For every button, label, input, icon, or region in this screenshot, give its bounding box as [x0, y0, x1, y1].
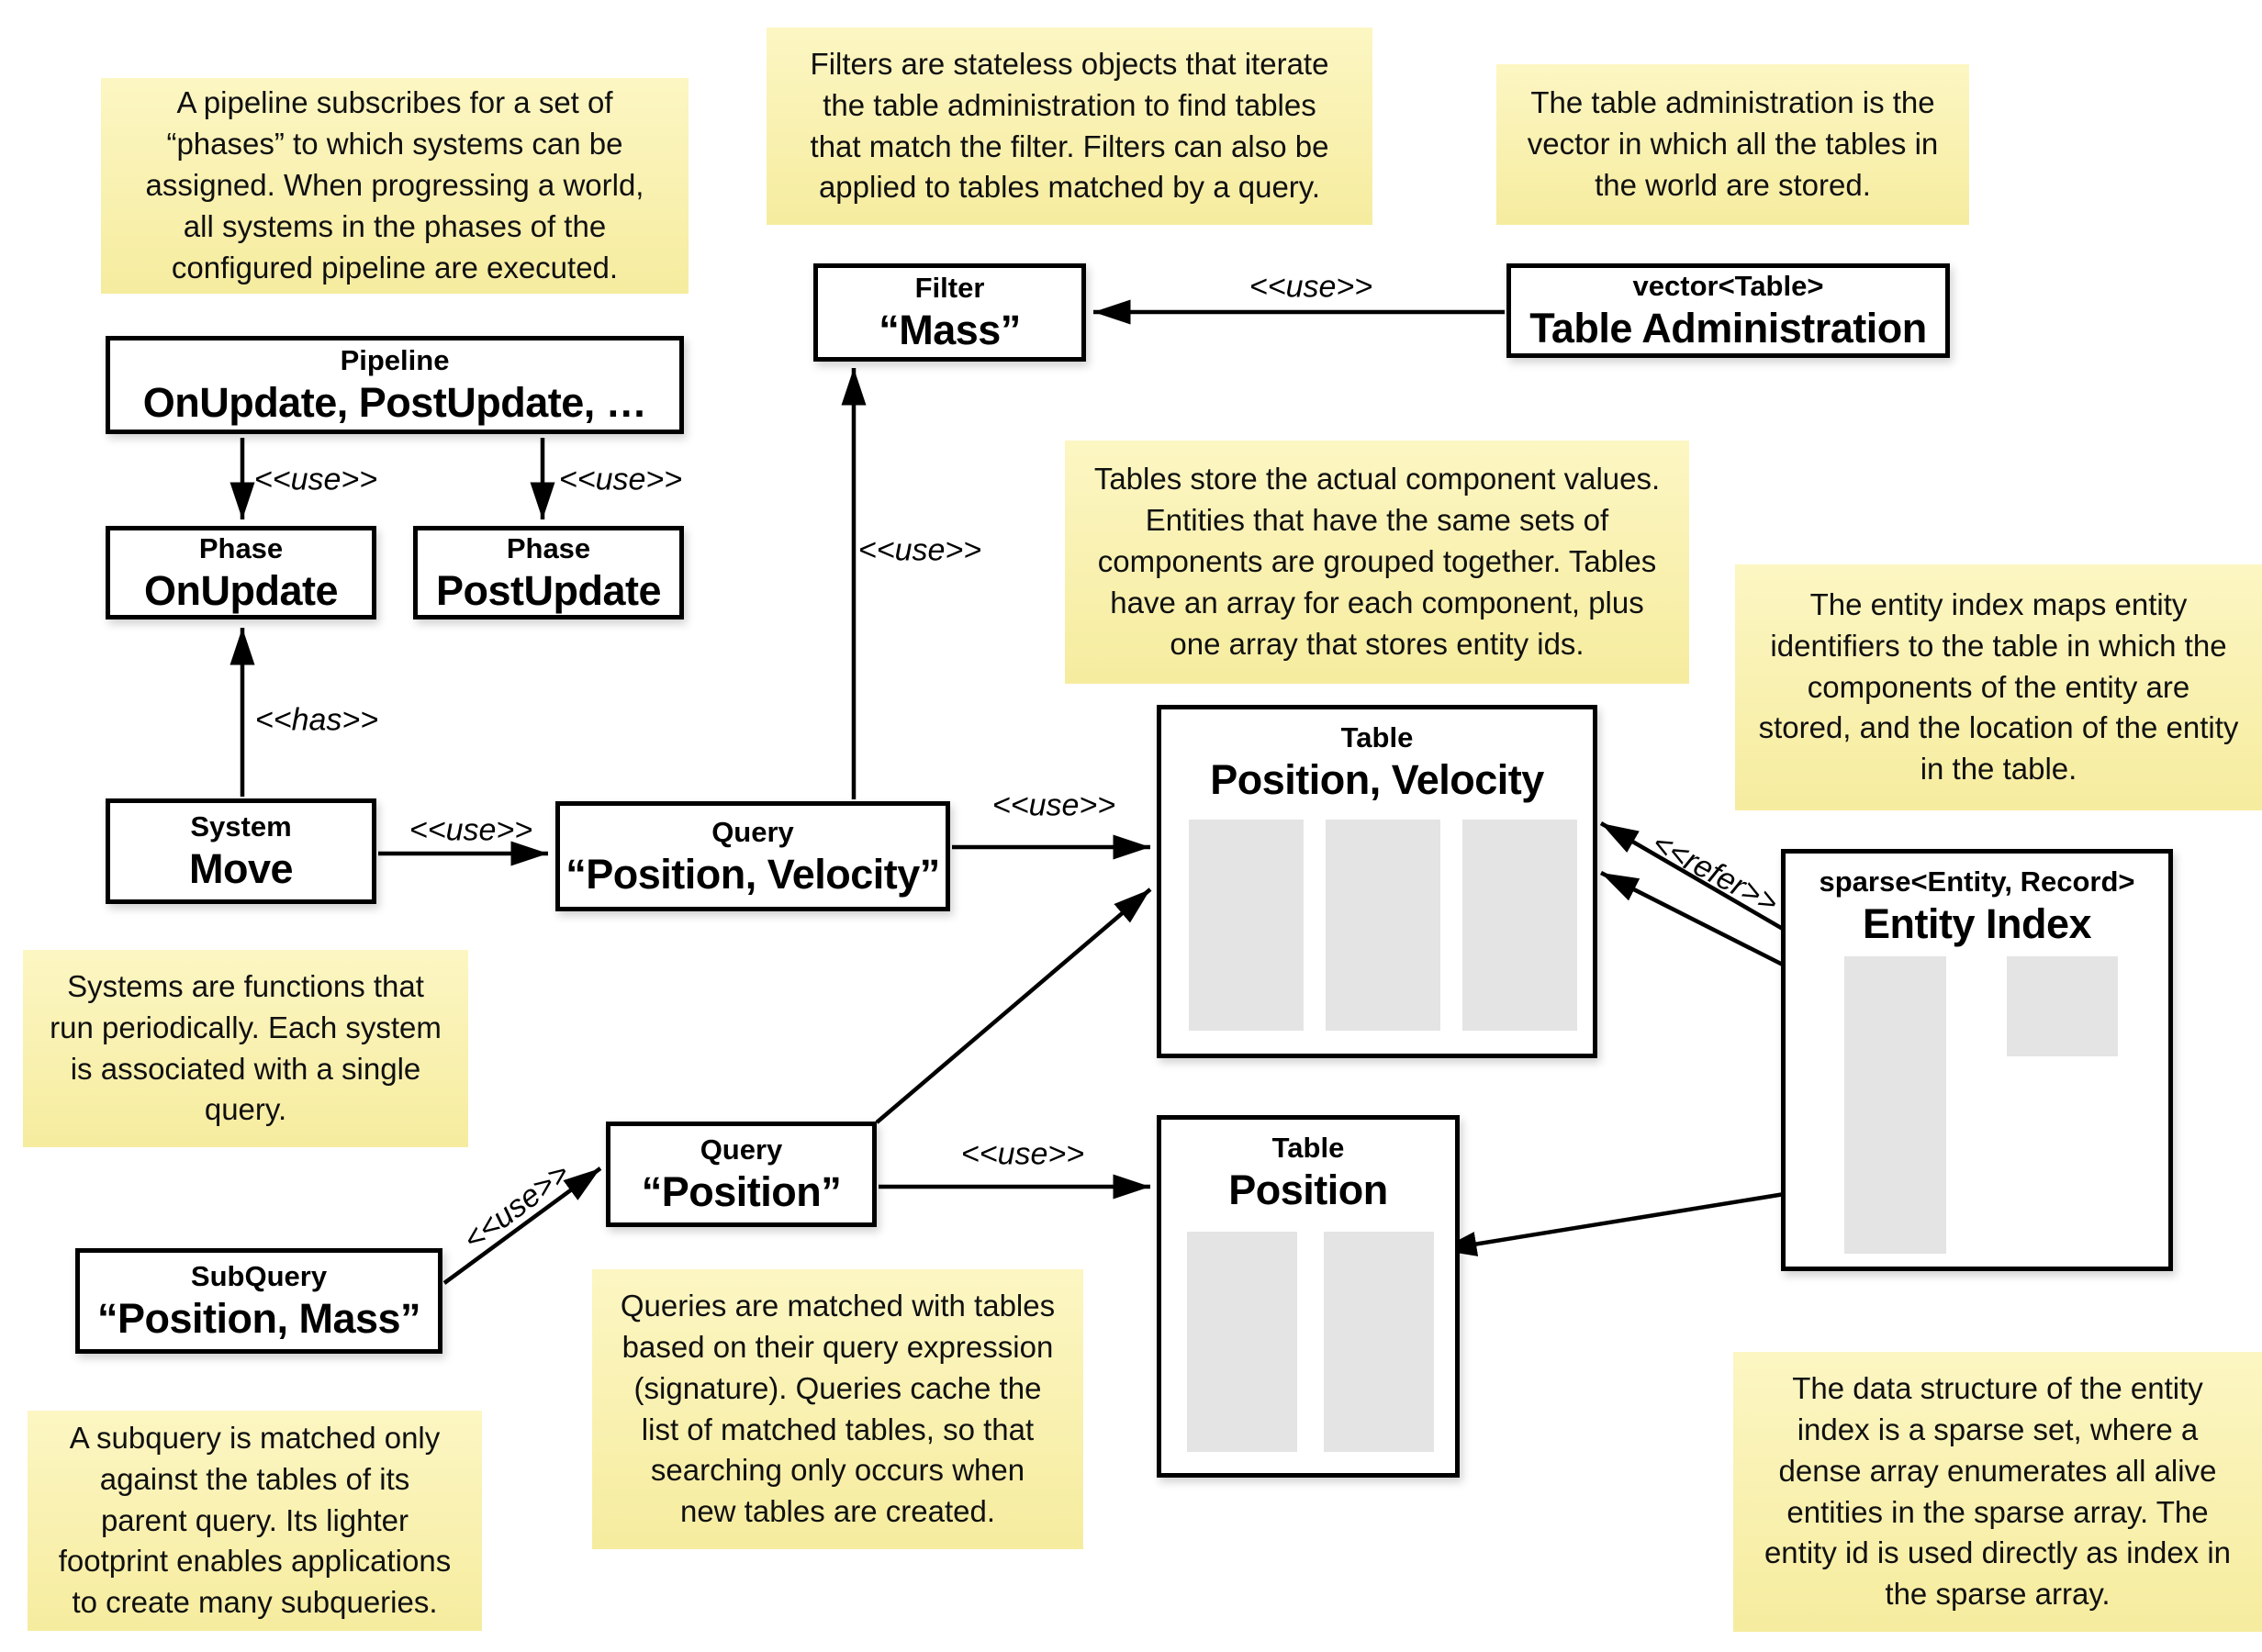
- note-table-admin: The table administration is the vector i…: [1496, 64, 1969, 225]
- sparse-array: [1844, 956, 1946, 1254]
- component-array: [1187, 1232, 1297, 1452]
- node-label: OnUpdate, PostUpdate, …: [142, 379, 647, 426]
- node-phase-postupdate: Phase PostUpdate: [413, 526, 684, 620]
- node-type: Phase: [506, 531, 591, 564]
- edge-label-has: <<has>>: [254, 702, 379, 738]
- node-type: System: [190, 810, 292, 843]
- note-filters: Filters are stateless objects that itera…: [767, 28, 1372, 225]
- edge-label-use: <<use>>: [857, 532, 982, 568]
- node-system-move: System Move: [106, 798, 376, 904]
- note-sparse-set: The data structure of the entity index i…: [1733, 1352, 2262, 1632]
- node-label: Table Administration: [1529, 305, 1927, 352]
- component-array: [1462, 820, 1577, 1031]
- node-filter-mass: Filter “Mass”: [813, 263, 1086, 362]
- node-entity-index: sparse<Entity, Record> Entity Index: [1781, 849, 2173, 1271]
- component-array: [1189, 820, 1304, 1031]
- node-type: Pipeline: [340, 344, 450, 377]
- node-label: “Position, Mass”: [96, 1295, 421, 1342]
- node-table-position: Table Position: [1157, 1115, 1460, 1478]
- node-query-position: Query “Position”: [606, 1122, 877, 1227]
- node-type: Filter: [914, 272, 985, 305]
- node-label: Position: [1228, 1166, 1388, 1213]
- dense-array: [2007, 956, 2118, 1056]
- edge-label-use: <<use>>: [1249, 269, 1373, 305]
- node-query-position-velocity: Query “Position, Velocity”: [555, 801, 950, 911]
- arrow-querypos-to-tablepv: [875, 887, 1152, 1124]
- note-pipeline: A pipeline subscribes for a set of “phas…: [101, 78, 689, 294]
- node-type: sparse<Entity, Record>: [1819, 865, 2135, 898]
- node-table-administration: vector<Table> Table Administration: [1506, 263, 1950, 358]
- note-queries: Queries are matched with tables based on…: [592, 1269, 1083, 1549]
- node-phase-onupdate: Phase OnUpdate: [106, 526, 376, 620]
- node-type: Table: [1271, 1132, 1345, 1164]
- node-type: Query: [711, 815, 794, 848]
- edge-label-use: <<use>>: [991, 787, 1116, 823]
- edge-label-use: <<use>>: [409, 812, 533, 848]
- node-label: Entity Index: [1862, 899, 2092, 947]
- node-type: vector<Table>: [1632, 270, 1824, 303]
- node-table-position-velocity: Table Position, Velocity: [1157, 705, 1597, 1058]
- node-label: “Mass”: [879, 307, 1021, 353]
- node-type: Phase: [198, 531, 284, 564]
- note-entity-index: The entity index maps entity identifiers…: [1735, 564, 2262, 810]
- component-array: [1326, 820, 1440, 1031]
- node-label: OnUpdate: [143, 566, 339, 614]
- node-label: “Position”: [641, 1168, 842, 1215]
- component-array: [1324, 1232, 1434, 1452]
- node-label: PostUpdate: [435, 566, 662, 614]
- note-subquery: A subquery is matched only against the t…: [28, 1411, 482, 1631]
- arrow-subquery-to-querypos: [442, 1166, 602, 1285]
- node-type: Table: [1340, 721, 1414, 753]
- node-label: Position, Velocity: [1210, 755, 1544, 803]
- note-systems: Systems are functions that run periodica…: [23, 950, 468, 1147]
- node-label: “Position, Velocity”: [566, 850, 940, 898]
- edge-label-use: <<use>>: [253, 462, 378, 497]
- node-label: Move: [188, 845, 294, 892]
- node-subquery-position-mass: SubQuery “Position, Mass”: [75, 1248, 442, 1354]
- edge-label-use: <<use>>: [558, 462, 683, 497]
- node-type: SubQuery: [190, 1260, 328, 1293]
- node-pipeline: Pipeline OnUpdate, PostUpdate, …: [106, 336, 684, 434]
- edge-label-use: <<use>>: [960, 1136, 1085, 1172]
- node-type: Query: [700, 1133, 783, 1166]
- note-tables: Tables store the actual component values…: [1065, 441, 1689, 684]
